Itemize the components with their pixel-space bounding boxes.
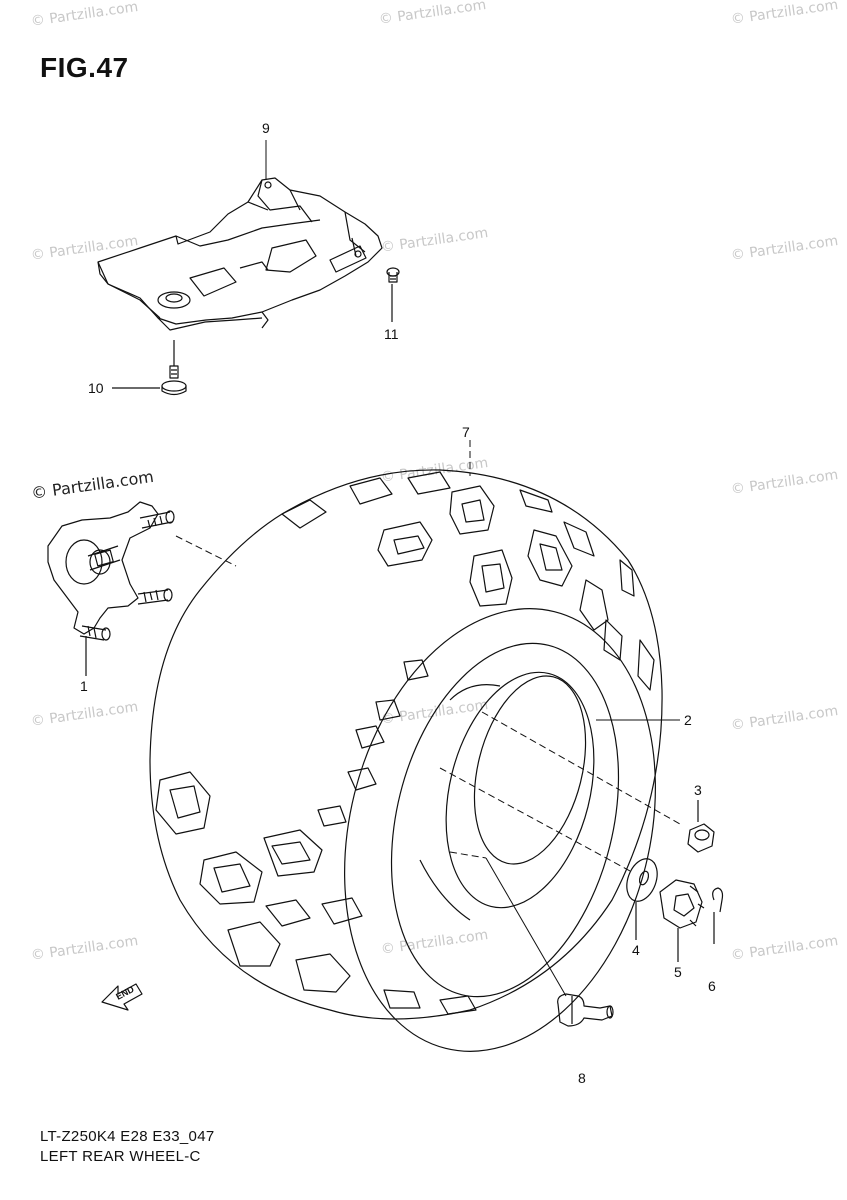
callout-3: 3 xyxy=(694,782,702,798)
wheel-hub-part-1 xyxy=(47,501,175,676)
washer-part-4 xyxy=(626,858,658,940)
callout-6: 6 xyxy=(708,978,716,994)
figure-title: FIG.47 xyxy=(40,52,129,83)
callout-5: 5 xyxy=(674,964,682,980)
callout-11: 11 xyxy=(384,326,399,342)
callout-8: 8 xyxy=(578,1070,586,1086)
footer-description: LEFT REAR WHEEL-C xyxy=(40,1148,201,1165)
bolt-part-10 xyxy=(112,340,187,396)
castle-nut-part-5 xyxy=(659,879,705,962)
callout-10: 10 xyxy=(88,380,104,396)
callout-2: 2 xyxy=(684,712,692,728)
callout-1: 1 xyxy=(80,678,88,694)
tire-part-7 xyxy=(149,469,663,1052)
direction-arrow xyxy=(101,983,143,1011)
callout-9: 9 xyxy=(262,120,270,136)
guard-plate-part-9 xyxy=(97,177,383,331)
callout-4: 4 xyxy=(632,942,640,958)
nut-part-3 xyxy=(687,800,715,853)
valve-stem-part-8 xyxy=(557,993,614,1027)
callout-7: 7 xyxy=(462,424,470,440)
cotter-pin-part-6 xyxy=(712,887,724,944)
footer-model-code: LT-Z250K4 E28 E33_047 xyxy=(40,1128,215,1145)
bolt-part-11 xyxy=(386,267,400,322)
